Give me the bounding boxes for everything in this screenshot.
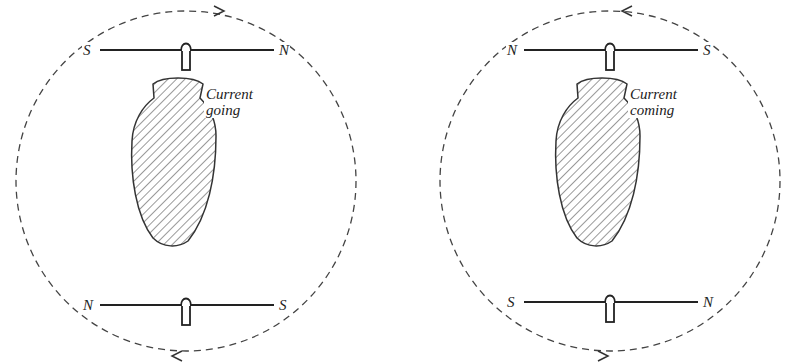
direction-arrow — [622, 6, 632, 16]
pole-letter: S — [506, 294, 516, 310]
compass-needle — [100, 44, 698, 326]
pole-letter: N — [278, 42, 290, 58]
pole-letter: S — [702, 42, 712, 58]
conductor-section: Current coming — [552, 76, 700, 250]
pole-letter: N — [506, 42, 518, 58]
direction-arrow — [172, 351, 182, 361]
pole-letter: N — [702, 294, 714, 310]
direction-arrow — [598, 351, 608, 361]
pole-letter: N — [82, 297, 94, 313]
conductor-label: Current going — [204, 86, 272, 118]
pole-letter: S — [82, 42, 92, 58]
conductor-section: Current going — [128, 76, 276, 250]
field-line — [440, 11, 780, 351]
direction-arrow — [214, 6, 224, 16]
conductor-label: Current coming — [628, 86, 696, 118]
field-line — [16, 11, 356, 351]
pole-letter: S — [278, 297, 288, 313]
